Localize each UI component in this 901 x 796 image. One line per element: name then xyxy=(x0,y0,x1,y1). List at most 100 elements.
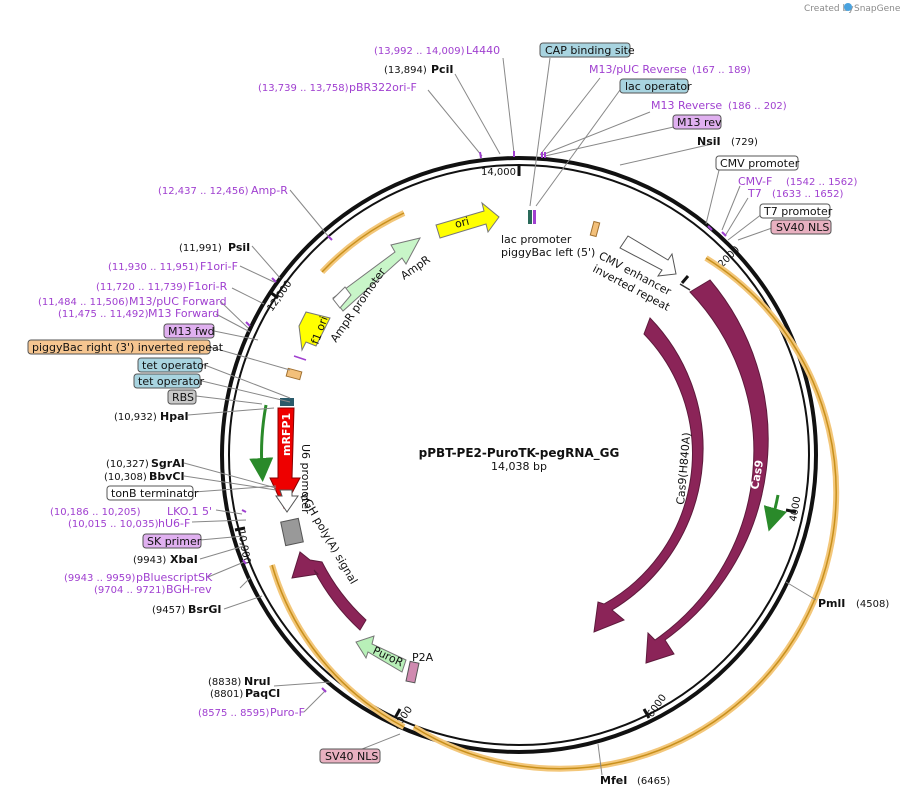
tick-label-14000: 14,000 xyxy=(481,167,516,178)
primer-l4440-pos: (13,992 .. 14,009) xyxy=(374,46,465,57)
primer-hu6f-pos: (10,015 .. 10,035) xyxy=(68,519,159,530)
u6-promoter-label: U6 promoter xyxy=(299,444,312,514)
svg-text:M13 rev: M13 rev xyxy=(677,116,722,129)
primer-m13-reverse-name: M13 Reverse xyxy=(651,99,722,112)
site-pmli-pos: (4508) xyxy=(856,599,889,610)
svg-text:T7 promoter: T7 promoter xyxy=(763,205,833,218)
u6-promoter-arrow xyxy=(275,489,299,513)
primer-m13-reverse-pos: (186 .. 202) xyxy=(728,101,787,112)
puror-arrow xyxy=(355,635,407,673)
mrfp1-header-mark xyxy=(280,398,294,406)
ampr-promoter-label: AmpR promoter xyxy=(328,265,389,344)
box-tonb-terminator: tonB terminator xyxy=(106,485,199,501)
piggybac-left-label: piggyBac left (5') xyxy=(501,246,595,259)
site-bsrgi-pos: (9457) xyxy=(152,605,185,616)
svg-text:tet operator: tet operator xyxy=(142,359,209,372)
box-sv40-nls-bottom: SV40 NLS xyxy=(319,748,381,764)
site-mfei-name: MfeI xyxy=(600,774,627,787)
cas9-label: Cas9 xyxy=(748,459,766,491)
svg-text:M13 fwd: M13 fwd xyxy=(168,325,215,338)
svg-text:lac operator: lac operator xyxy=(625,80,692,93)
mrfp1-label: mRFP1 xyxy=(280,413,293,456)
primer-l4440-name: L4440 xyxy=(466,44,500,57)
green-arrow-right xyxy=(763,494,787,532)
primer-pbluescript-name: pBluescriptSK xyxy=(136,571,213,584)
svg-text:RBS: RBS xyxy=(172,391,194,404)
site-psii-pos: (11,991) xyxy=(179,243,222,254)
site-pcii-name: PciI xyxy=(431,63,453,76)
orange-band-lower-line xyxy=(271,564,405,728)
primer-m13puc-rev-name: M13/pUC Reverse xyxy=(589,63,687,76)
primer-purof-pos: (8575 .. 8595) xyxy=(198,708,270,719)
box-sk-primer: SK primer xyxy=(142,533,202,549)
site-sgrai-pos: (10,327) xyxy=(106,459,149,470)
site-hpai-name: HpaI xyxy=(160,410,189,423)
p2a-block xyxy=(405,660,420,684)
box-m13-fwd: M13 fwd xyxy=(163,323,215,339)
site-mfei-pos: (6465) xyxy=(637,776,670,787)
ampr-promoter-arrow xyxy=(332,286,352,309)
box-tet-operator-1: tet operator xyxy=(137,357,209,373)
watermark-prefix: Created by xyxy=(804,4,854,14)
box-piggybac-right: piggyBac right (3') inverted repeat xyxy=(27,339,224,355)
site-nrui-pos: (8838) xyxy=(208,677,241,688)
lac-promoter-label: lac promoter xyxy=(501,233,572,246)
primer-m13-forward-name: M13 Forward xyxy=(148,307,219,320)
site-hpai-pos: (10,932) xyxy=(114,412,157,423)
cmv-promoter-marks xyxy=(679,283,691,291)
primer-t7-pos: (1633 .. 1652) xyxy=(772,189,844,200)
snapgene-logo-icon xyxy=(844,3,852,11)
site-bsrgi-name: BsrGI xyxy=(188,603,221,616)
svg-text:piggyBac right (3') inverted r: piggyBac right (3') inverted repeat xyxy=(32,341,224,354)
site-bbvci-name: BbvCI xyxy=(149,470,185,483)
primer-ampr-pos: (12,437 .. 12,456) xyxy=(158,186,249,197)
site-nsii-name: NsiI xyxy=(697,135,721,148)
cas9-h840a-arrow xyxy=(593,317,704,633)
cas9-arrow xyxy=(645,279,769,664)
backbone-outer xyxy=(220,156,818,754)
box-tet-operator-2: tet operator xyxy=(133,373,205,389)
plasmid-name: pPBT-PE2-PuroTK-pegRNA_GG xyxy=(419,446,620,461)
site-pmli-name: PmlI xyxy=(818,597,845,610)
dtk-arrow xyxy=(291,551,367,631)
primer-cmvf-name: CMV-F xyxy=(738,175,772,188)
box-lac-operator: lac operator xyxy=(619,78,692,94)
primer-f1orif-name: F1ori-F xyxy=(200,260,238,273)
site-nsii-pos: (729) xyxy=(731,137,758,148)
green-arrow-left xyxy=(249,404,274,482)
primer-hu6f-name: hU6-F xyxy=(158,517,190,530)
primer-t7-name: T7 xyxy=(747,187,762,200)
svg-text:CMV promoter: CMV promoter xyxy=(720,157,800,170)
primer-m13puc-fwd-pos: (11,484 .. 11,506) xyxy=(38,297,129,308)
tick-marks xyxy=(234,166,797,719)
piggybac-right-block xyxy=(285,367,303,381)
bgh-polya-block xyxy=(280,517,304,547)
primer-f1orir-pos: (11,720 .. 11,739) xyxy=(96,282,187,293)
orange-band-ampr-line xyxy=(321,212,405,273)
piggybac-left-orange xyxy=(589,220,601,238)
site-bbvci-pos: (10,308) xyxy=(104,472,147,483)
site-paqci-pos: (8801) xyxy=(210,689,243,700)
leader-lines xyxy=(183,57,817,776)
svg-text:SV40 NLS: SV40 NLS xyxy=(325,750,378,763)
primer-m13puc-rev-pos: (167 .. 189) xyxy=(692,65,751,76)
ampr-arrow xyxy=(332,237,421,312)
primer-marks xyxy=(241,151,727,693)
p2a-label: P2A xyxy=(412,651,434,664)
svg-text:CAP binding site: CAP binding site xyxy=(545,44,635,57)
backbone-inner xyxy=(228,164,810,746)
ori-arrow xyxy=(435,201,500,239)
tick-label-4000: 4000 xyxy=(788,496,803,523)
plasmid-length: 14,038 bp xyxy=(491,460,547,473)
site-xbai-name: XbaI xyxy=(170,553,198,566)
primer-bghrev-name: BGH-rev xyxy=(166,583,212,596)
m13-fwd-mark xyxy=(293,355,307,361)
site-psii-name: PsiI xyxy=(228,241,250,254)
svg-text:tonB terminator: tonB terminator xyxy=(111,487,199,500)
cmv-enhancer-arrow xyxy=(619,235,677,277)
site-xbai-pos: (9943) xyxy=(133,555,166,566)
primer-bghrev-pos: (9704 .. 9721) xyxy=(94,585,166,596)
primer-m13-forward-pos: (11,475 .. 11,492) xyxy=(58,309,149,320)
orange-band-cas9-line xyxy=(413,257,837,770)
